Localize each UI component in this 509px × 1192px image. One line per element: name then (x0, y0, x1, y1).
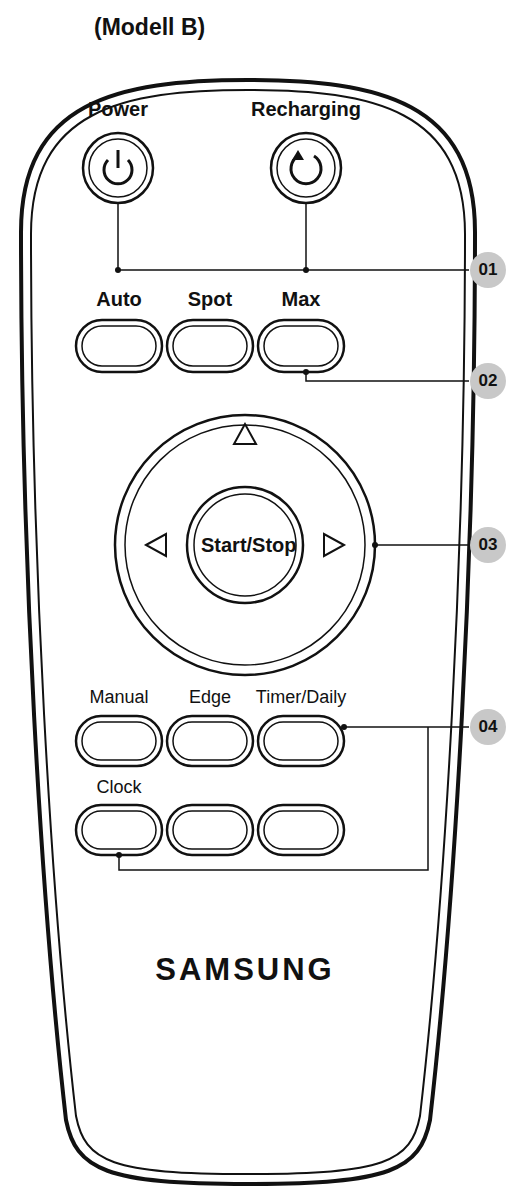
start-stop-button: Start/Stop (201, 534, 289, 556)
button-label: Manual (87, 688, 151, 708)
remote-housing: SAMSUNG Power RechargingAuto Spot MaxStart/S… (21, 80, 476, 1185)
button-label: Edge (187, 688, 234, 708)
timer-daily-button: Timer/Daily (254, 688, 349, 708)
manual-button: Manual (87, 688, 151, 708)
recharging-button: Recharging (249, 98, 364, 120)
clock-button: Clock (94, 778, 144, 798)
edge-button: Edge (187, 688, 234, 708)
diagram-title: (Modell B) (94, 14, 205, 41)
button-label: Power (86, 98, 151, 120)
spot-button: Spot (186, 288, 235, 310)
button-label: Start/Stop (201, 534, 285, 556)
callout-number: 01 (479, 260, 498, 280)
button-label: Clock (94, 778, 144, 798)
button-label: Recharging (249, 98, 364, 120)
power-button: Power (86, 98, 151, 120)
button-label: Timer/Daily (254, 688, 349, 708)
callout-number: 04 (479, 717, 498, 737)
button-label: Auto (94, 288, 144, 310)
button-label: Spot (186, 288, 235, 310)
button-label: SAMSUNG (155, 953, 334, 987)
callout-number: 02 (479, 371, 498, 391)
button-label: Max (280, 288, 323, 310)
max-button: Max (280, 288, 323, 310)
auto-button: Auto (94, 288, 144, 310)
callout-number: 03 (479, 535, 498, 555)
